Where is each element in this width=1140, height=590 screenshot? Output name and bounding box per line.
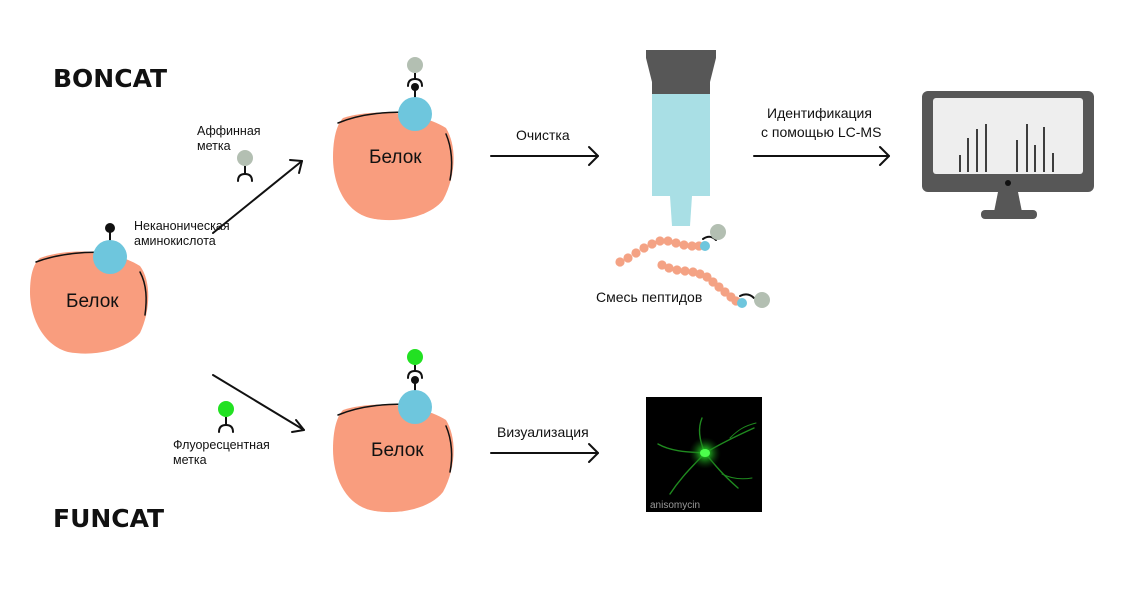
peptide-bead <box>687 241 697 251</box>
noncanonical-amino-acid <box>398 390 432 424</box>
peptide-tag-1 <box>700 224 726 251</box>
affinity-tag-icon <box>237 150 253 182</box>
title-boncat: BONCAT <box>53 64 167 93</box>
peptide-bead <box>615 257 625 267</box>
noncanonical-amino-acid <box>93 240 127 274</box>
noncanonical-amino-acid <box>398 97 432 131</box>
fluorescent-tag-label-line2: метка <box>173 453 207 467</box>
peptide-chain-icon <box>615 236 741 306</box>
ms-spectrum <box>959 124 1054 172</box>
protein-funcat: Белок <box>333 349 454 513</box>
identification-label-line1: Идентификация <box>767 105 872 121</box>
affinity-tag <box>407 57 423 73</box>
peptide-bead <box>623 253 633 263</box>
affinity-tag-label-line2: метка <box>197 139 231 153</box>
peptide-bead <box>655 236 665 246</box>
arrow-visualization <box>490 443 599 463</box>
protein-label: Белок <box>369 147 422 168</box>
identification-label-line2: с помощью LC-MS <box>761 124 881 140</box>
chromatography-column-icon <box>646 50 716 226</box>
peptide-bead <box>639 243 649 253</box>
peptide-bead <box>647 239 657 249</box>
affinity-tag-label-line1: Аффинная <box>197 124 261 138</box>
protein-boncat: Белок <box>333 57 454 221</box>
micrograph-caption: anisomycin <box>650 500 700 511</box>
arrow-to-funcat-protein <box>212 374 305 433</box>
noncanonical-aa-label-line2: аминокислота <box>134 234 216 248</box>
peptide-tag-2 <box>737 292 770 308</box>
arrow-identification <box>753 146 890 166</box>
fluorescent-tag-icon <box>218 401 234 433</box>
purification-label: Очистка <box>516 127 570 143</box>
protein-label: Белок <box>66 291 119 312</box>
peptide-bead <box>663 236 673 246</box>
visualization-label: Визуализация <box>497 424 589 440</box>
arrow-to-boncat-protein <box>212 159 303 234</box>
monitor-icon <box>922 91 1094 219</box>
neuron-micrograph: anisomycin <box>646 397 762 512</box>
title-funcat: FUNCAT <box>53 504 164 533</box>
peptide-bead <box>695 269 705 279</box>
protein-label: Белок <box>371 440 424 461</box>
peptide-bead <box>631 248 641 258</box>
peptide-bead <box>664 263 674 273</box>
peptide-bead <box>672 265 682 275</box>
peptide-bead <box>671 238 681 248</box>
protein-start: Белок <box>30 223 149 354</box>
peptide-mix-label: Смесь пептидов <box>596 289 702 305</box>
peptide-bead <box>680 266 690 276</box>
fluorescent-tag <box>407 349 423 365</box>
noncanonical-aa-label-line1: Неканоническая <box>134 219 230 233</box>
arrow-purification <box>490 146 599 166</box>
peptide-bead <box>657 260 667 270</box>
peptide-bead <box>688 267 698 277</box>
fluorescent-tag-label-line1: Флуоресцентная <box>173 438 270 452</box>
peptide-bead <box>679 240 689 250</box>
